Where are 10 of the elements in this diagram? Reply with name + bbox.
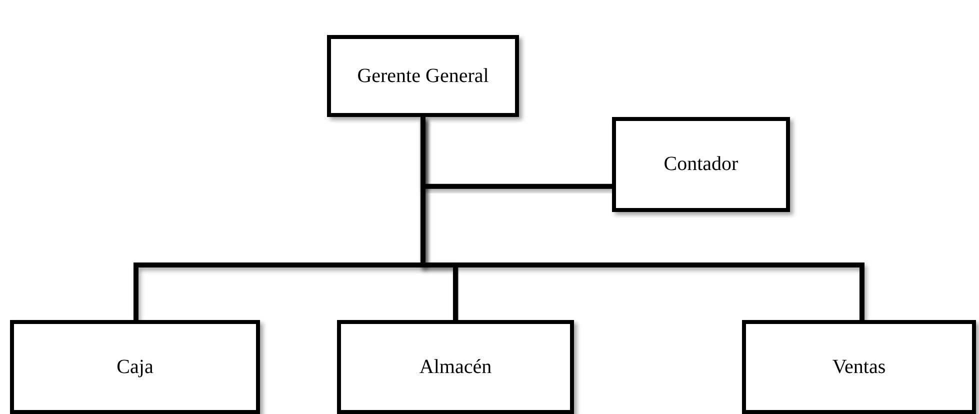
org-box [612,117,790,212]
org-box [337,320,574,414]
box-label: Almacén [419,356,492,378]
org-box [10,320,260,414]
box-label: Ventas [832,356,886,378]
box-label: Contador [664,153,738,176]
box-label: Gerente General [357,64,489,88]
org-box [742,320,976,414]
box-label: Caja [116,356,154,378]
org-box [327,35,519,117]
